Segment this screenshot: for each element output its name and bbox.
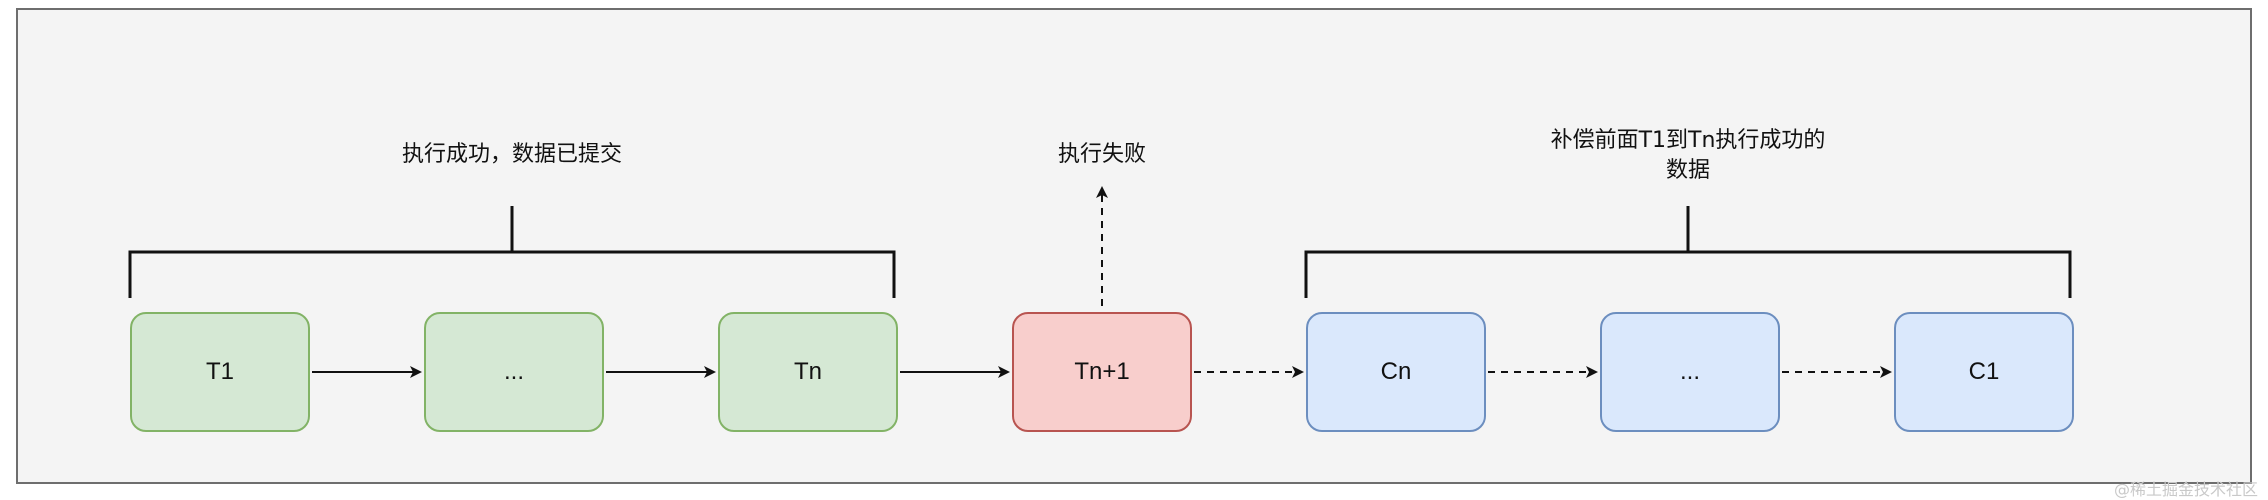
compensation-cn-node: Cn [1306,312,1486,432]
compensate-label: 补偿前面T1到Tn执行成功的 数据 [1518,126,1858,186]
transaction-t1-node: T1 [130,312,310,432]
transaction-tn1-failed-node: Tn+1 [1012,312,1192,432]
compensation-ellipsis-node: ... [1600,312,1780,432]
compensate-label-line1: 补偿前面T1到Tn执行成功的 [1550,128,1826,153]
committed-brace [128,206,896,298]
compensate-brace [1304,206,2072,298]
transaction-tn-node: Tn [718,312,898,432]
compensation-c1-node: C1 [1894,312,2074,432]
transaction-ellipsis-node: ... [424,312,604,432]
watermark: @稀土掘金技术社区 [2113,480,2258,499]
failed-label: 执行失败 [1057,142,1146,167]
compensate-label-line2: 数据 [1665,158,1710,183]
committed-label: 执行成功，数据已提交 [401,142,622,167]
